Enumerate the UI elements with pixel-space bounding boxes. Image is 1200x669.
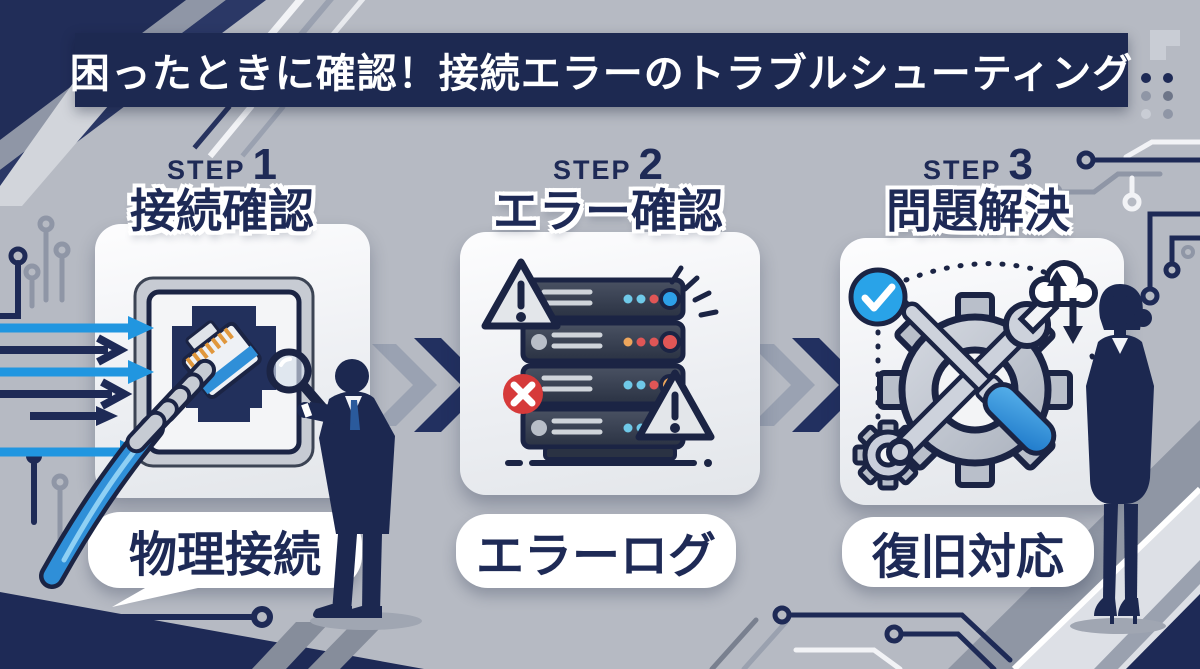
tag-label: 復旧対応 <box>871 531 1064 584</box>
tag-label: エラーログ <box>475 530 716 583</box>
check-circle-icon <box>848 267 908 327</box>
step-1-card <box>95 224 370 498</box>
ethernet-cable-port-magnifier-icon <box>133 276 327 468</box>
corner-dots-top-right <box>1141 30 1180 119</box>
warning-triangle-icon <box>635 369 715 441</box>
step-3-heading: 問題解決 <box>886 185 1070 237</box>
step-label: STEP <box>922 155 1002 185</box>
cloud-sync-icon <box>1029 260 1098 344</box>
corner-band-bottom-left <box>0 592 424 669</box>
step-3-card <box>840 238 1124 505</box>
step-1-tag: 物理接続 <box>88 512 362 588</box>
step-number: 1 <box>252 140 277 189</box>
up-down-arrows <box>1047 270 1083 344</box>
title-banner: 困ったときに確認！接続エラーのトラブルシューティング <box>70 33 1132 107</box>
spark-lines-icon <box>669 265 719 318</box>
step-label: STEP <box>552 155 632 185</box>
gear-wrench-screwdriver-repair-icon <box>848 260 1101 491</box>
tag-label: 物理接続 <box>128 529 321 582</box>
step-1-header: STEP 1 <box>62 140 382 190</box>
warning-triangle-icon <box>481 258 561 330</box>
circuit-traces-bottom <box>709 605 1013 669</box>
step-2-tag: エラーログ <box>456 514 736 588</box>
step-2-header: STEP 2 <box>448 140 768 190</box>
step-1-heading: 接続確認 <box>130 185 314 237</box>
server-rack-error-warning-icon <box>481 258 719 467</box>
step-3-tag: 復旧対応 <box>842 517 1094 587</box>
step-2-card <box>460 232 760 495</box>
step-3-header: STEP 3 <box>818 140 1138 190</box>
step-number: 2 <box>638 140 663 189</box>
magnifier-icon <box>266 348 327 412</box>
page-title: 困ったときに確認！接続エラーのトラブルシューティング <box>69 52 1134 96</box>
step-2-heading: エラー確認 <box>493 185 723 237</box>
step-number: 3 <box>1008 140 1033 189</box>
step-label: STEP <box>166 155 246 185</box>
error-cross-icon <box>503 374 543 414</box>
